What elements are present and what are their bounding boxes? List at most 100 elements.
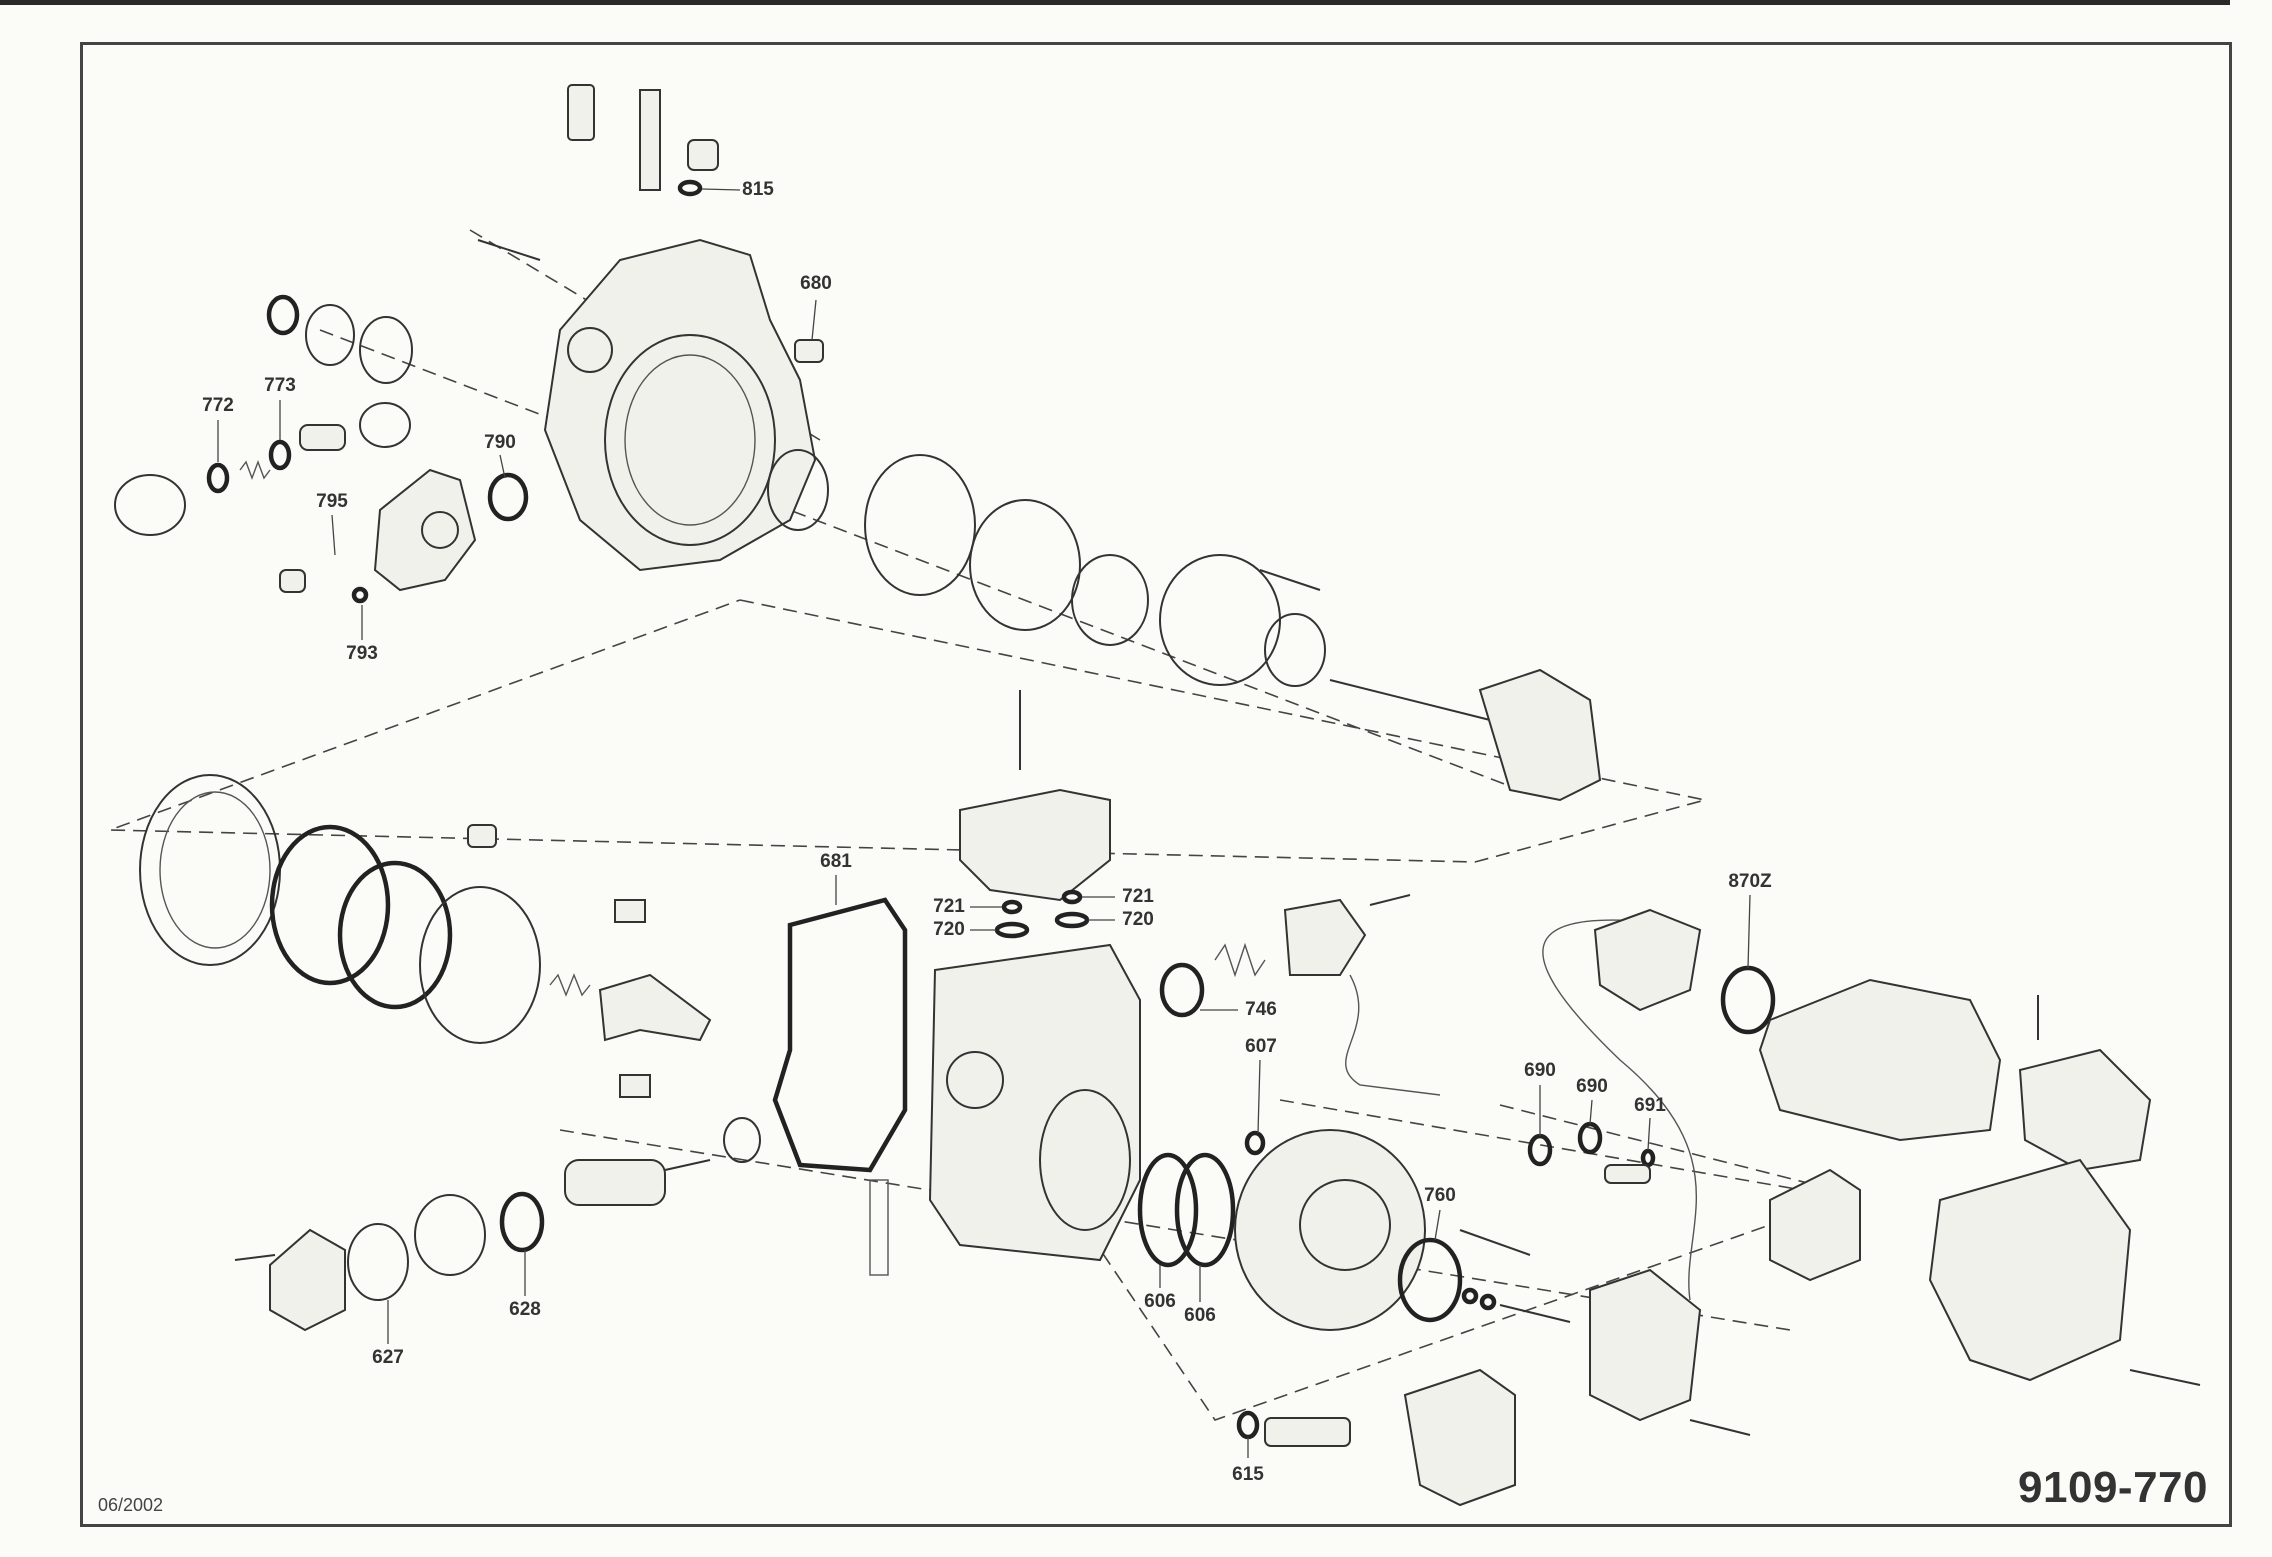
label-793: 793 xyxy=(346,643,378,664)
upper-housing xyxy=(543,238,817,572)
bracket-lower xyxy=(1928,1158,2132,1382)
drive-shaft xyxy=(1329,679,1491,721)
label-615: 615 xyxy=(1232,1464,1264,1485)
ring-left-1 xyxy=(266,294,300,336)
solenoid-valve xyxy=(959,788,1111,902)
bracket-795 xyxy=(373,468,477,592)
leader-691 xyxy=(1647,1117,1651,1151)
screw-795 xyxy=(279,569,306,593)
head-bolt xyxy=(1459,1229,1531,1256)
leader-760 xyxy=(1434,1209,1441,1241)
label-760: 760 xyxy=(1424,1185,1456,1206)
ring-720-a xyxy=(994,921,1030,939)
label-tag xyxy=(869,1179,889,1276)
seal-left xyxy=(359,316,413,384)
label-773: 773 xyxy=(264,375,296,396)
bushing-upper xyxy=(359,402,411,448)
label-680: 680 xyxy=(800,273,832,294)
cover-bolt xyxy=(234,1254,276,1261)
label-606-b: 606 xyxy=(1184,1305,1216,1326)
print-date: 06/2002 xyxy=(98,1495,164,1515)
ring-760 xyxy=(1397,1237,1463,1323)
ring-606-b xyxy=(1174,1152,1236,1268)
sleeve xyxy=(419,886,541,1044)
piston-rod xyxy=(664,1159,711,1171)
washer-left xyxy=(305,304,355,366)
label-815: 815 xyxy=(742,179,774,200)
leader-790 xyxy=(499,454,506,479)
large-ring-1 xyxy=(269,824,391,986)
plug-top xyxy=(467,824,497,848)
lower-housing-port xyxy=(946,1051,1004,1109)
large-bearing-inner xyxy=(159,791,271,949)
washer-760-b xyxy=(1479,1293,1497,1311)
drive-plate xyxy=(1159,554,1281,686)
pin-691 xyxy=(1604,1164,1651,1184)
leader-lines xyxy=(217,188,1751,1458)
bolt-top-left xyxy=(477,239,541,261)
label-720-b: 720 xyxy=(1122,909,1154,930)
rear-bolt-2 xyxy=(2129,1369,2201,1386)
top-fitting xyxy=(639,89,661,191)
wedge-2 xyxy=(619,1074,651,1098)
bleed-screw-615 xyxy=(1264,1417,1351,1447)
label-870Z: 870Z xyxy=(1728,871,1772,892)
label-746: 746 xyxy=(1245,999,1277,1020)
sensor-cable xyxy=(1345,974,1441,1096)
label-721-b: 721 xyxy=(1122,886,1154,907)
spring-lower xyxy=(549,973,591,997)
label-691: 691 xyxy=(1634,1095,1666,1116)
piston-upper xyxy=(299,424,346,451)
leader-815 xyxy=(701,188,741,191)
large-ring-2 xyxy=(337,860,453,1010)
roller-ring xyxy=(969,499,1081,631)
washer-760-a xyxy=(1461,1287,1479,1305)
washer-793 xyxy=(351,586,369,604)
ring-628 xyxy=(499,1191,545,1253)
lower-assembly-boundary xyxy=(1059,1104,1858,1421)
bolt-680 xyxy=(794,339,824,363)
ring-746 xyxy=(1159,962,1205,1018)
leader-690-b xyxy=(1589,1099,1593,1125)
spring-773 xyxy=(239,460,271,480)
top-cylinder xyxy=(567,84,595,141)
spring-746 xyxy=(1214,942,1266,978)
sensor-bolt xyxy=(1369,894,1411,906)
drive-washer xyxy=(1264,613,1326,687)
label-681: 681 xyxy=(820,851,852,872)
lower-housing xyxy=(928,943,1141,1262)
large-bearing xyxy=(139,774,281,966)
ring-870Z xyxy=(1720,965,1776,1035)
ring-615 xyxy=(1236,1410,1260,1440)
cam-disc xyxy=(864,454,976,596)
pump-axis-lower xyxy=(559,1129,1791,1331)
pump-axis-upper xyxy=(319,329,1521,791)
head-bore xyxy=(1299,1179,1391,1271)
label-690-a: 690 xyxy=(1524,1060,1556,1081)
ring-815 xyxy=(677,179,703,197)
ring-772 xyxy=(206,462,230,494)
document-number: 9109-770 xyxy=(2018,1463,2208,1512)
piston-lower xyxy=(564,1159,666,1206)
cylinder-lower xyxy=(414,1194,486,1276)
ring-627 xyxy=(347,1223,409,1301)
label-628: 628 xyxy=(509,1299,541,1320)
label-606-a: 606 xyxy=(1144,1291,1176,1312)
gasket-frame xyxy=(1403,1368,1516,1507)
plug-815 xyxy=(687,139,719,171)
label-772: 772 xyxy=(202,395,234,416)
housing-bore-inner xyxy=(624,354,756,526)
rear-cover xyxy=(1589,1268,1702,1422)
leader-870Z xyxy=(1747,894,1751,969)
label-607: 607 xyxy=(1245,1036,1277,1057)
ring-607 xyxy=(1244,1130,1266,1156)
lower-housing-bore xyxy=(1039,1089,1131,1231)
label-690-b: 690 xyxy=(1576,1076,1608,1097)
ring-720-b xyxy=(1054,911,1090,929)
bearing xyxy=(767,449,829,531)
ring-606-a xyxy=(1137,1152,1199,1268)
label-627: 627 xyxy=(372,1347,404,1368)
top-rule xyxy=(0,0,2230,5)
cover-housing xyxy=(1758,978,2002,1142)
